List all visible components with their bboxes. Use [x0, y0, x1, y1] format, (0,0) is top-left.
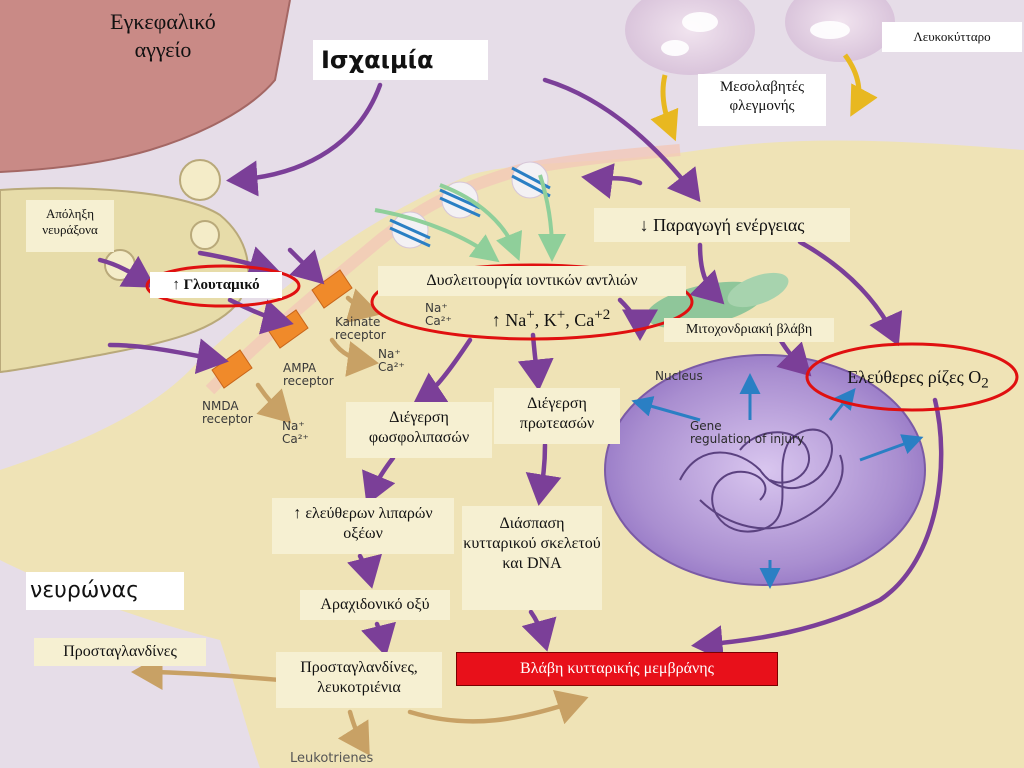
k-charge: +	[556, 307, 566, 323]
axon-terminal-label: Απόληξη νευράξονα	[26, 200, 114, 252]
nucleus-label: Nucleus	[655, 369, 703, 383]
ions-text: ↑ Na	[491, 310, 527, 330]
glutamate-highlight-ring	[145, 264, 301, 308]
vesicle	[179, 159, 221, 201]
na-ca-ion-label: Na⁺Ca²⁺	[425, 301, 452, 328]
phospholipase-label: Διέγερση φωσφολιπασών	[346, 402, 492, 458]
mitochondrion	[727, 272, 789, 308]
glutamate-label: ↑ Γλουταμικό	[150, 272, 282, 298]
cytoskeleton-label: Διάσπαση κυτταρικού σκελετού και DNA	[462, 506, 602, 610]
ischemia-label: Ισχαιμία	[313, 40, 488, 80]
energy-label: ↓ Παραγωγή ενέργειας	[594, 208, 850, 242]
ion-pump-label: Δυσλειτουργία ιοντικών αντλιών	[378, 266, 686, 296]
k-text: , K	[534, 310, 557, 330]
neuron-label: νευρώνας	[26, 572, 184, 610]
prostaglandins-leuko-label: Προσταγλανδίνες, λευκοτριένια	[276, 652, 442, 708]
tan-flow-arrows	[131, 288, 589, 756]
na-charge: +	[526, 307, 535, 323]
arachidonic-label: Αραχιδονικό οξύ	[300, 590, 450, 620]
leukotrienes-label: Leukotrienes	[290, 751, 374, 766]
na-ca-ion-label: Na⁺Ca²⁺	[282, 419, 309, 446]
ion-channels	[389, 161, 551, 249]
yellow-mediator-arrows	[650, 53, 878, 142]
purple-flow-arrows	[97, 77, 944, 662]
vesicle	[190, 220, 220, 250]
leukocyte-label: Λευκοκύτταρο	[882, 22, 1022, 52]
o2-subscript: 2	[981, 375, 989, 392]
green-ion-arrows	[374, 174, 566, 263]
chromatin	[679, 428, 844, 533]
mito-damage-label: Μιτοχονδριακή βλάβη	[664, 318, 834, 342]
vessel-edge	[0, 0, 291, 173]
fatty-acids-label: ↑ ελεύθερων λιπαρών οξέων	[272, 498, 454, 554]
free-radicals-highlight-ring	[805, 342, 1019, 412]
ion-pump-highlight-ring	[370, 263, 694, 341]
membrane-damage-label: Βλάβη κυτταρικής μεμβράνης	[456, 652, 778, 686]
prostaglandins-left-label: Προσταγλανδίνες	[34, 638, 206, 666]
ions-label: ↑ Na+, K+, Ca+2	[470, 300, 632, 330]
ca-charge: +2	[594, 307, 611, 323]
leukocyte-cells	[625, 0, 895, 75]
vessel-label: Εγκεφαλικό αγγείο	[110, 9, 216, 62]
blue-gene-arrows	[631, 373, 924, 589]
mediators-label: Μεσολαβητές φλεγμονής	[698, 74, 826, 126]
free-radicals-label: Ελεύθερες ρίζες O2	[818, 362, 1018, 392]
na-ca-ion-label: Na⁺Ca²⁺	[378, 347, 405, 374]
protease-label: Διέγερση πρωτεασών	[494, 388, 620, 444]
brain-vessel	[0, 0, 290, 172]
ca-text: , Ca	[565, 310, 595, 330]
free-radicals-text: Ελεύθερες ρίζες O	[847, 367, 982, 387]
